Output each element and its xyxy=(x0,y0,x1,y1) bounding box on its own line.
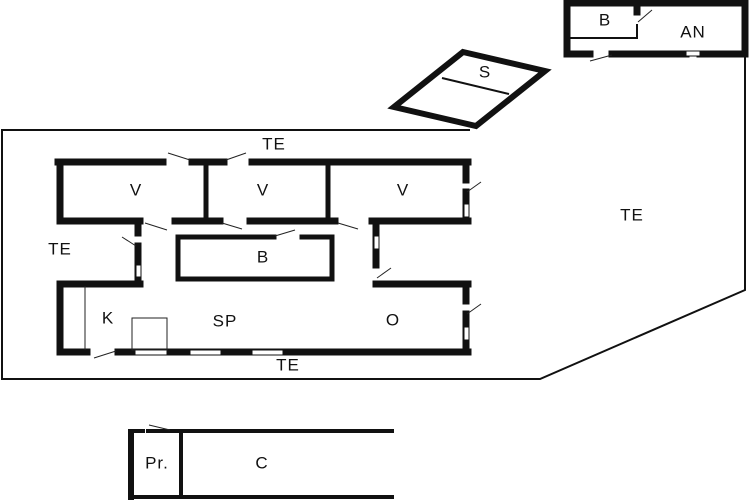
room-label-an: AN xyxy=(680,22,706,41)
room-label-bedroom-1: V xyxy=(130,180,142,199)
room-label-dining: SP xyxy=(213,311,238,330)
sauna-building: S xyxy=(387,48,552,130)
terrace-label-left: TE xyxy=(48,239,72,258)
room-label-pantry: Pr. xyxy=(145,453,169,472)
room-label-an-bath: B xyxy=(599,10,611,29)
terrace-outline xyxy=(1,55,746,380)
terrace-label-bottom: TE xyxy=(276,355,300,374)
main-house: V V V B K SP O xyxy=(54,152,482,359)
terrace-label-right: TE xyxy=(620,205,644,224)
terrace-label-top: TE xyxy=(262,134,286,153)
annex-building: AN B xyxy=(563,0,749,62)
room-label-bedroom-3: V xyxy=(397,180,409,199)
room-label-sauna: S xyxy=(479,62,491,81)
outbuilding: Pr. C xyxy=(128,424,394,500)
room-label-kitchen: K xyxy=(102,308,114,327)
room-label-living: O xyxy=(386,310,400,329)
room-label-c: C xyxy=(255,453,268,472)
room-label-bedroom-2: V xyxy=(257,180,269,199)
room-label-bath: B xyxy=(257,247,269,266)
